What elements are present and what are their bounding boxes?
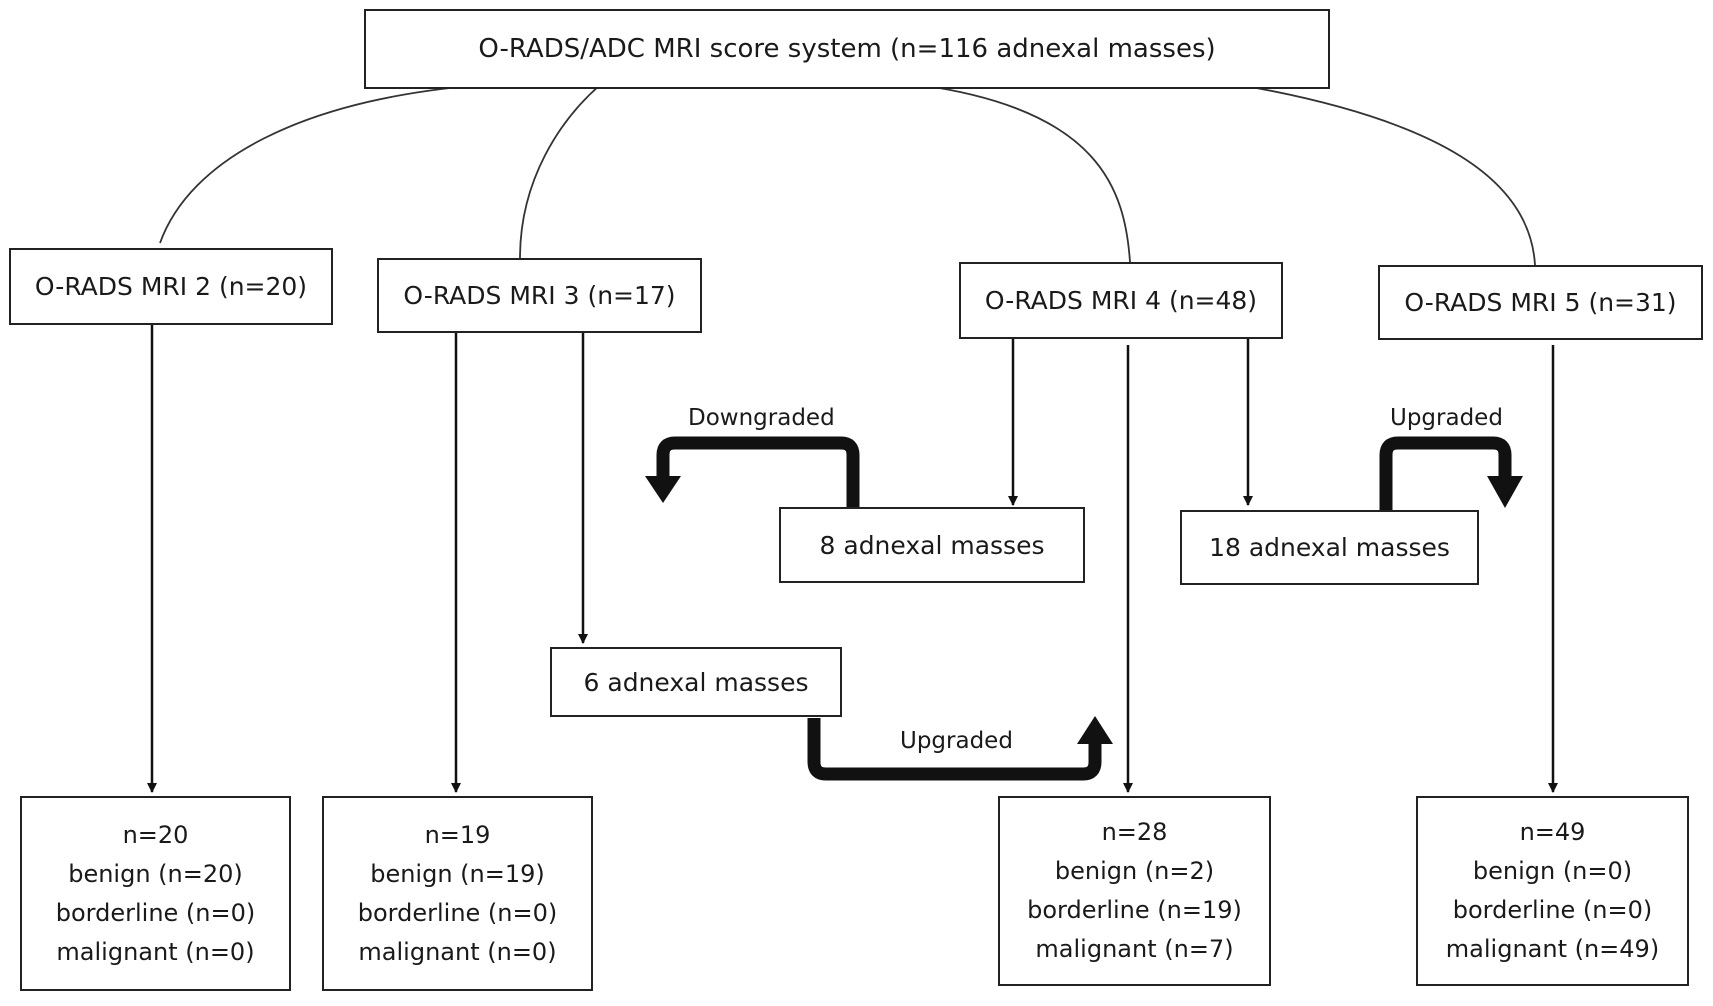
downgraded-arrowhead: [645, 476, 681, 503]
upgraded-arrow-right: [1379, 436, 1512, 510]
curve-to-mri4: [919, 84, 1131, 263]
downgraded-label: Downgraded: [688, 405, 835, 431]
curve-to-mri5: [1239, 84, 1536, 266]
result-total: n=49: [1519, 818, 1586, 846]
result-malignant: malignant (n=0): [56, 937, 255, 966]
results-box-mri3: n=19 benign (n=19) borderline (n=0) mali…: [322, 796, 593, 991]
upgraded-label-right: Upgraded: [1390, 405, 1503, 431]
result-benign: benign (n=0): [1472, 857, 1633, 885]
result-total: n=20: [122, 820, 189, 849]
upgraded-label-bottom: Upgraded: [900, 728, 1013, 754]
curve-to-mri2: [159, 84, 481, 244]
result-malignant: malignant (n=7): [1035, 935, 1234, 963]
result-benign: benign (n=20): [68, 859, 243, 888]
result-borderline: borderline (n=19): [1027, 896, 1242, 924]
category-box-mri3: O-RADS MRI 3 (n=17): [377, 258, 702, 333]
result-total: n=28: [1101, 818, 1168, 846]
results-box-mri5: n=49 benign (n=0) borderline (n=0) malig…: [1416, 796, 1689, 986]
upgraded-bottom-arrowhead: [1077, 716, 1113, 744]
results-box-mri2: n=20 benign (n=20) borderline (n=0) mali…: [20, 796, 291, 991]
category-box-mri2: O-RADS MRI 2 (n=20): [9, 248, 333, 325]
upgraded-arrow-bottom: [807, 718, 1102, 781]
results-box-mri4: n=28 benign (n=2) borderline (n=19) mali…: [998, 796, 1271, 986]
eighteen-masses-box: 18 adnexal masses: [1180, 510, 1479, 585]
result-benign: benign (n=19): [370, 859, 545, 888]
result-benign: benign (n=2): [1054, 857, 1215, 885]
root-box: O-RADS/ADC MRI score system (n=116 adnex…: [364, 9, 1330, 89]
category-box-mri4: O-RADS MRI 4 (n=48): [959, 262, 1283, 339]
result-borderline: borderline (n=0): [55, 898, 256, 927]
eight-masses-box: 8 adnexal masses: [779, 507, 1085, 583]
six-masses-box: 6 adnexal masses: [550, 647, 842, 717]
result-borderline: borderline (n=0): [1452, 896, 1653, 924]
curve-to-mri3: [519, 84, 601, 259]
result-malignant: malignant (n=49): [1445, 935, 1660, 963]
upgraded-right-arrowhead: [1487, 476, 1523, 508]
downgraded-arrow: [656, 436, 860, 507]
category-box-mri5: O-RADS MRI 5 (n=31): [1378, 265, 1703, 340]
result-total: n=19: [424, 820, 491, 849]
result-malignant: malignant (n=0): [358, 937, 557, 966]
result-borderline: borderline (n=0): [357, 898, 558, 927]
